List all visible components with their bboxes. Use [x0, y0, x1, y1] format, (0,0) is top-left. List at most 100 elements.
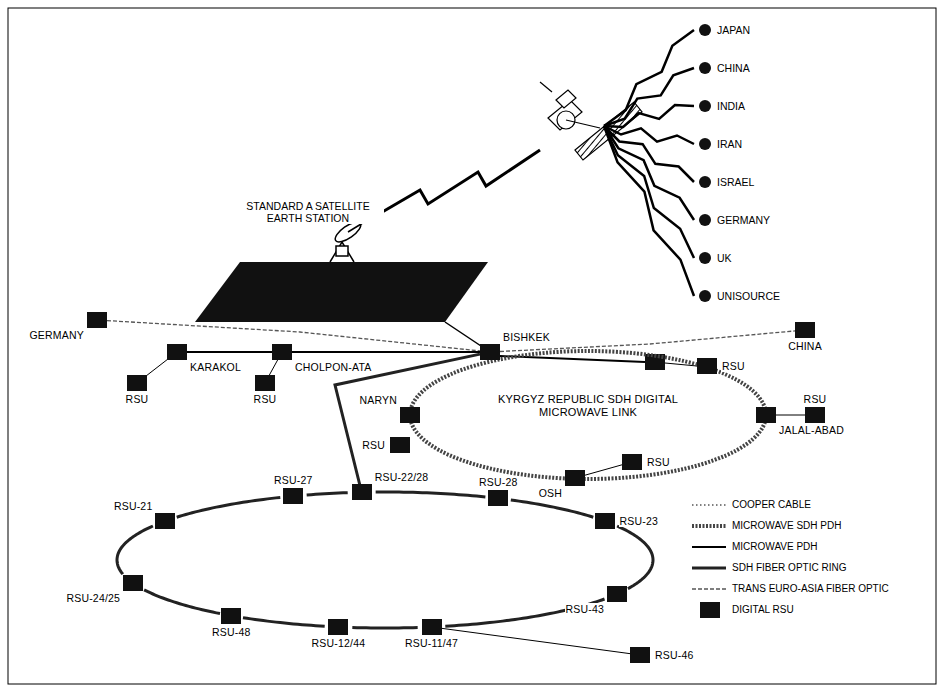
station-link	[445, 322, 481, 346]
legend-row: TRANS EURO-ASIA FIBER OPTIC	[690, 581, 930, 597]
site-name: RSU-28	[478, 476, 519, 488]
site-name: RSU-23	[619, 515, 660, 527]
trans-link	[500, 331, 795, 352]
legend-text: TRANS EURO-ASIA FIBER OPTIC	[732, 583, 889, 595]
digital-rsu: RSU-43	[607, 586, 627, 602]
legend-sample	[690, 497, 728, 513]
legend-text: SDH FIBER OPTIC RING	[732, 562, 846, 574]
digital-rsu: RSU	[255, 375, 275, 391]
ring-title: KYRGYZ REPUBLIC SDH DIGITAL MICROWAVE LI…	[487, 393, 689, 419]
digital-rsu: KARAKOL	[167, 344, 187, 360]
spur-link	[442, 628, 630, 653]
trans-link	[107, 321, 480, 351]
downlink-bolt	[604, 68, 694, 126]
site-name: RSU-46	[654, 649, 695, 661]
site-name: JALAL-ABAD	[778, 424, 845, 436]
earth-station-pad	[195, 262, 488, 322]
ring-link	[335, 354, 480, 484]
digital-rsu: RSU-22/28	[352, 484, 372, 500]
downlink-bolt	[604, 105, 694, 127]
legend-sample	[690, 539, 728, 555]
legend-text: MICROWAVE PDH	[732, 541, 818, 553]
site-name: RSU-22/28	[374, 471, 430, 483]
destination-dot	[699, 176, 711, 188]
destination-name: GERMANY	[716, 214, 771, 226]
downlink-bolt	[604, 126, 694, 258]
satellite	[540, 82, 642, 160]
legend-sample	[690, 581, 728, 597]
destination-name: INDIA	[716, 100, 746, 112]
legend-text: MICROWAVE SDH PDH	[732, 520, 841, 532]
digital-rsu: RSU	[697, 358, 717, 374]
pdh-link	[500, 356, 645, 362]
digital-rsu: RSU-23	[595, 513, 615, 529]
destination-dot	[699, 214, 711, 226]
legend-row: COOPER CABLE	[690, 497, 930, 513]
site-name: RSU	[125, 393, 150, 405]
destination-dot	[699, 24, 711, 36]
legend-sample	[690, 518, 728, 534]
site-name: BISHKEK	[502, 331, 551, 343]
digital-rsu: RSU-24/25	[123, 575, 143, 591]
site-name: RSU-43	[565, 603, 606, 615]
ring-link	[376, 492, 486, 497]
digital-rsu: RSU-27	[283, 488, 303, 504]
digital-rsu: RSU-46	[630, 647, 650, 663]
ring-link	[352, 626, 417, 630]
site-name: RSU-48	[211, 626, 252, 638]
digital-rsu: RSU-12/44	[328, 619, 348, 635]
site-name: NARYN	[358, 394, 398, 406]
destination-dot	[699, 62, 711, 74]
destination-name: JAPAN	[716, 24, 751, 36]
digital-rsu: RSU	[390, 437, 410, 453]
site-name: GERMANY	[29, 329, 86, 341]
destination-name: CHINA	[716, 62, 751, 74]
spur-link	[269, 360, 277, 375]
downlink-bolt	[604, 126, 694, 296]
digital-rsu: BISHKEK	[480, 344, 500, 360]
downlink-bolt	[604, 30, 694, 126]
digital-rsu: OSH	[565, 470, 585, 486]
digital-rsu: RSU-28	[488, 490, 508, 506]
mwpdh-link	[187, 351, 272, 353]
dish-antenna	[330, 218, 369, 262]
destination-name: UK	[716, 252, 733, 264]
site-name: RSU-27	[273, 474, 314, 486]
digital-rsu: CHINA	[795, 322, 815, 338]
ring-link	[117, 526, 153, 574]
site-name: RSU	[361, 439, 386, 451]
digital-rsu: RSU	[622, 454, 642, 470]
downlink-bolts	[604, 24, 711, 302]
ring-link	[243, 618, 325, 627]
site-name: RSU-21	[113, 500, 154, 512]
spur-link	[147, 360, 167, 376]
digital-rsu: RSU	[805, 407, 825, 423]
site-name: RSU	[721, 360, 746, 372]
destination-name: ISRAEL	[716, 176, 755, 188]
legend-row: DIGITAL RSU	[690, 602, 930, 618]
station-label: STANDARD A SATELLITE EARTH STATION	[232, 200, 384, 224]
site-name: RSU-11/47	[404, 637, 459, 649]
site-name: RSU	[646, 456, 671, 468]
legend-row: SDH FIBER OPTIC RING	[690, 560, 930, 576]
destination-dot	[699, 138, 711, 150]
ring-link	[307, 493, 348, 495]
site-name: CHOLPON-ATA	[294, 361, 373, 373]
legend-row: MICROWAVE SDH PDH	[690, 518, 930, 534]
legend-row: MICROWAVE PDH	[690, 539, 930, 555]
ring-link	[511, 500, 593, 517]
legend-text: DIGITAL RSU	[732, 604, 794, 616]
site-name: RSU-12/44	[311, 637, 367, 649]
digital-rsu: RSU	[127, 375, 147, 391]
ring-link	[445, 599, 604, 626]
ring-link	[144, 590, 220, 614]
uplink-bolt	[372, 150, 540, 218]
digital-rsu: RSU-11/47	[422, 619, 442, 635]
digital-rsu: GERMANY	[87, 312, 107, 328]
destination-name: IRAN	[716, 138, 743, 150]
digital-rsu: JALAL-ABAD	[756, 407, 776, 423]
digital-rsu: NARYN	[400, 407, 420, 423]
legend-text: COOPER CABLE	[732, 499, 811, 511]
destination-dot	[699, 290, 711, 302]
site-name: CHINA	[787, 340, 823, 352]
